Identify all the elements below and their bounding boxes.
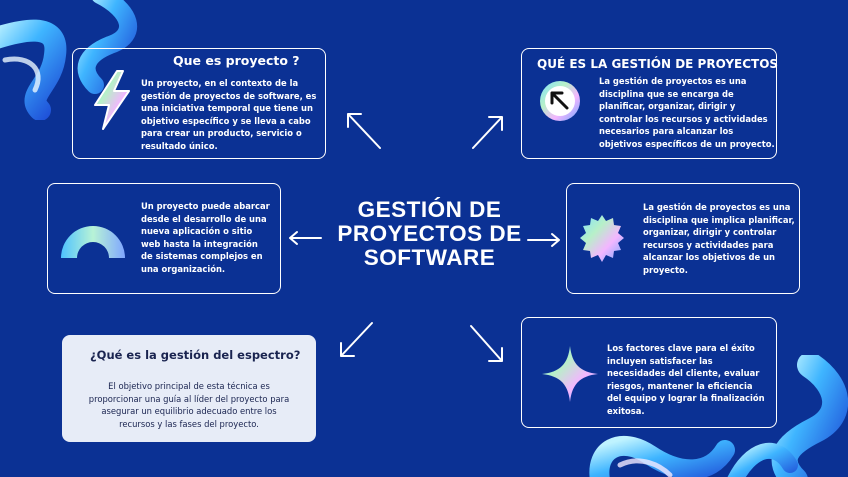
- arrow-to-bottom-left: [337, 320, 375, 360]
- central-title: GESTIÓN DE PROYECTOS DE SOFTWARE: [327, 198, 532, 270]
- arrow-to-top-right: [470, 114, 506, 152]
- four-point-star-icon: [540, 344, 600, 404]
- half-ring-icon: [58, 222, 128, 260]
- card-title: QUÉ ES LA GESTIÓN DE PROYECTOS: [537, 57, 778, 71]
- card-disciplina: La gestión de proyectos es una disciplin…: [566, 183, 800, 294]
- card-title: ¿Qué es la gestión del espectro?: [90, 348, 300, 362]
- card-text: El objetivo principal de esta técnica es…: [84, 380, 294, 430]
- arrow-to-bottom-right: [468, 323, 506, 365]
- card-que-es-proyecto: Que es proyecto ? Un proyecto, en el con…: [72, 48, 326, 159]
- arrow-up-left-circle-icon: [538, 79, 582, 123]
- card-que-es-gestion: QUÉ ES LA GESTIÓN DE PROYECTOS La gestió…: [521, 48, 777, 159]
- card-text: Un proyecto puede abarcar desde el desar…: [141, 200, 271, 276]
- card-gestion-espectro: ¿Qué es la gestión del espectro? El obje…: [62, 335, 316, 442]
- card-text: Los factores clave para el éxito incluye…: [607, 342, 767, 418]
- card-text: La gestión de proyectos es una disciplin…: [599, 75, 775, 151]
- card-alcance-proyecto: Un proyecto puede abarcar desde el desar…: [47, 183, 281, 294]
- card-text: Un proyecto, en el contexto de la gestió…: [141, 77, 323, 153]
- arrow-to-mid-right: [526, 232, 562, 248]
- card-text: La gestión de proyectos es una disciplin…: [643, 201, 795, 277]
- card-factores-exito: Los factores clave para el éxito incluye…: [521, 317, 777, 428]
- arrow-to-mid-left: [287, 230, 323, 246]
- card-title: Que es proyecto ?: [173, 53, 300, 68]
- gear-badge-icon: [575, 212, 629, 266]
- arrow-to-top-left: [344, 110, 384, 152]
- lightning-bolt-icon: [89, 69, 135, 131]
